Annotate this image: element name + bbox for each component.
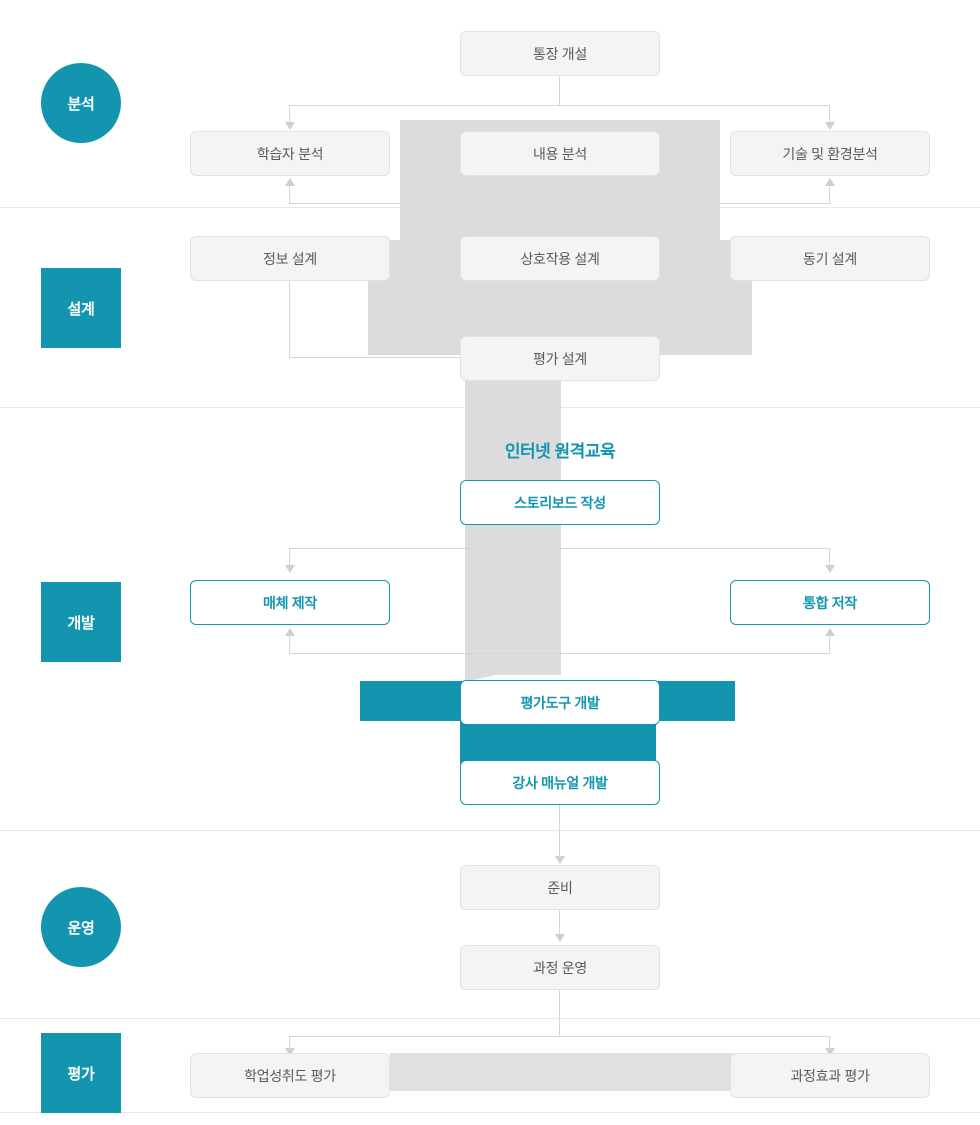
connector-courserun-down bbox=[559, 990, 560, 1036]
connector-infodesign-right bbox=[289, 357, 461, 358]
arrowhead-prepare-down bbox=[555, 856, 565, 864]
phase-divider-evaluation bbox=[0, 1112, 980, 1113]
phase-badge-development[interactable]: 개발 bbox=[41, 582, 121, 662]
node-learner-analysis[interactable]: 학습자 분석 bbox=[190, 131, 390, 176]
node-media-production[interactable]: 매체 제작 bbox=[190, 580, 390, 625]
phase-divider-development bbox=[0, 830, 980, 831]
node-account-label: 통장 개설 bbox=[533, 45, 587, 62]
phase-badge-analysis[interactable]: 분석 bbox=[41, 63, 121, 143]
phase-badge-analysis-label: 분석 bbox=[67, 95, 95, 113]
node-instructor-manual[interactable]: 강사 매뉴얼 개발 bbox=[460, 760, 660, 805]
phase-badge-design[interactable]: 설계 bbox=[41, 268, 121, 348]
node-interaction-design-label: 상호작용 설계 bbox=[520, 250, 600, 267]
connector-dev-split bbox=[289, 548, 830, 549]
connector-manual-to-prepare bbox=[559, 805, 560, 859]
node-evaluation-design[interactable]: 평가 설계 bbox=[460, 336, 660, 381]
connector-techenv-up bbox=[829, 186, 830, 204]
node-integrated-authoring-label: 통합 저작 bbox=[803, 594, 857, 611]
connector-media-up bbox=[289, 636, 290, 654]
node-motivation-design[interactable]: 동기 설계 bbox=[730, 236, 930, 281]
connector-authoring-up bbox=[829, 636, 830, 654]
evaluation-connector-bar bbox=[390, 1053, 735, 1091]
node-evaluation-design-label: 평가 설계 bbox=[533, 350, 587, 367]
connector-to-authoring bbox=[829, 548, 830, 566]
node-info-design-label: 정보 설계 bbox=[263, 250, 317, 267]
arrowhead-learner-up bbox=[285, 178, 295, 186]
connector-dev-feedback bbox=[289, 653, 830, 654]
node-instructor-manual-label: 강사 매뉴얼 개발 bbox=[512, 774, 608, 791]
arrowhead-courserun-down bbox=[555, 934, 565, 942]
node-achievement-evaluation-label: 학업성취도 평가 bbox=[244, 1067, 336, 1084]
connector-analysis-split bbox=[289, 105, 830, 106]
connector-learner-up bbox=[289, 186, 290, 204]
phase-badge-development-label: 개발 bbox=[67, 614, 95, 632]
node-interaction-design[interactable]: 상호작용 설계 bbox=[460, 236, 660, 281]
node-tech-env-analysis-label: 기술 및 환경분석 bbox=[782, 145, 878, 162]
node-storyboard[interactable]: 스토리보드 작성 bbox=[460, 480, 660, 525]
node-media-production-label: 매체 제작 bbox=[263, 594, 317, 611]
node-integrated-authoring[interactable]: 통합 저작 bbox=[730, 580, 930, 625]
node-prepare[interactable]: 준비 bbox=[460, 865, 660, 910]
node-learner-analysis-label: 학습자 분석 bbox=[256, 145, 324, 162]
connector-eval-split bbox=[289, 1036, 830, 1037]
node-tech-env-analysis[interactable]: 기술 및 환경분석 bbox=[730, 131, 930, 176]
connector-analysis-feedback bbox=[289, 203, 830, 204]
node-course-operation[interactable]: 과정 운영 bbox=[460, 945, 660, 990]
node-achievement-evaluation[interactable]: 학업성취도 평가 bbox=[190, 1053, 390, 1098]
node-evaluation-tool[interactable]: 평가도구 개발 bbox=[460, 680, 660, 725]
node-course-operation-label: 과정 운영 bbox=[533, 959, 587, 976]
node-content-analysis[interactable]: 내용 분석 bbox=[460, 131, 660, 176]
node-info-design[interactable]: 정보 설계 bbox=[190, 236, 390, 281]
connector-to-effectiveness bbox=[829, 1036, 830, 1050]
node-effectiveness-evaluation-label: 과정효과 평가 bbox=[790, 1067, 870, 1084]
node-storyboard-label: 스토리보드 작성 bbox=[514, 494, 606, 511]
arrowhead-achievement-down bbox=[285, 1048, 295, 1056]
node-account[interactable]: 통장 개설 bbox=[460, 31, 660, 76]
connector-infodesign-down bbox=[289, 280, 290, 358]
arrowhead-effectiveness-down bbox=[825, 1048, 835, 1056]
connector-account-down bbox=[559, 76, 560, 105]
node-evaluation-tool-label: 평가도구 개발 bbox=[520, 694, 600, 711]
phase-badge-evaluation-label: 평가 bbox=[67, 1065, 95, 1083]
connector-to-media bbox=[289, 548, 290, 566]
funnel-column-arrow-tip bbox=[465, 660, 561, 682]
connector-to-learner bbox=[289, 105, 290, 123]
section-caption: 인터넷 원격교육 bbox=[504, 442, 616, 461]
node-effectiveness-evaluation[interactable]: 과정효과 평가 bbox=[730, 1053, 930, 1098]
arrowhead-learner-down bbox=[285, 122, 295, 130]
phase-badge-evaluation[interactable]: 평가 bbox=[41, 1033, 121, 1113]
arrowhead-authoring-up bbox=[825, 628, 835, 636]
arrowhead-techenv-up bbox=[825, 178, 835, 186]
node-content-analysis-label: 내용 분석 bbox=[533, 145, 587, 162]
phase-badge-design-label: 설계 bbox=[67, 300, 95, 318]
arrowhead-techenv-down bbox=[825, 122, 835, 130]
phase-divider-operation bbox=[0, 1018, 980, 1019]
node-motivation-design-label: 동기 설계 bbox=[803, 250, 857, 267]
connector-to-techenv bbox=[829, 105, 830, 123]
arrowhead-media-down bbox=[285, 565, 295, 573]
connector-prepare-to-courserun bbox=[559, 910, 560, 936]
node-prepare-label: 준비 bbox=[547, 879, 573, 896]
connector-to-achievement bbox=[289, 1036, 290, 1050]
phase-badge-operation[interactable]: 운영 bbox=[41, 887, 121, 967]
phase-badge-operation-label: 운영 bbox=[67, 919, 95, 937]
teal-block-narrow bbox=[460, 718, 656, 764]
arrowhead-media-up bbox=[285, 628, 295, 636]
arrowhead-authoring-down bbox=[825, 565, 835, 573]
